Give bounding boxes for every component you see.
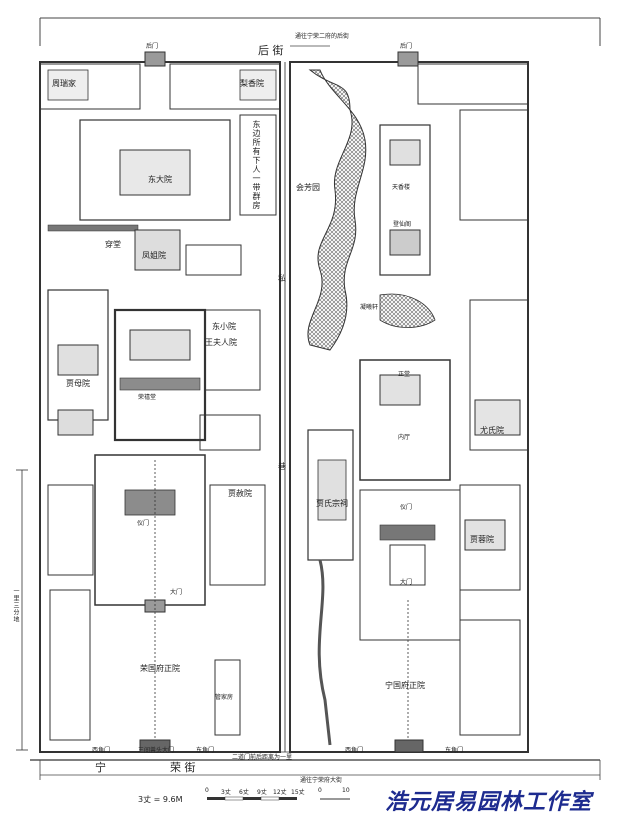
ningguofu-label: 宁国府正院 <box>385 681 425 690</box>
front-street-left-label: 宁 <box>95 761 106 774</box>
scale-note: 3丈 = 9.6M <box>138 795 183 804</box>
top-title: 通往宁荣二府的后街 <box>295 33 350 40</box>
rong-lanmen-label: 三间兽头大门 <box>138 747 175 754</box>
jiarongyuan-label: 贾蓉院 <box>470 535 494 544</box>
chuanhuayuan-label: 穿堂 <box>105 240 121 249</box>
dimension-left-label: 一里三分地 <box>12 588 19 623</box>
garden-pond <box>307 69 367 351</box>
rong-dongjiaomen-label: 东角门 <box>196 747 215 754</box>
jiashe-label: 贾赦院 <box>228 489 252 498</box>
ning-zhengtang-label: 正堂 <box>398 371 411 378</box>
scale-tick-1: 3丈 <box>221 789 231 796</box>
rong-damen-label: 大门 <box>170 589 183 596</box>
huifangyuan-label: 会芳园 <box>296 183 320 192</box>
tianxiangluo-label: 天香楼 <box>392 184 411 191</box>
bottom-title: 通往宁荣府大街 <box>300 777 343 784</box>
dongdayuan-label: 东大院 <box>148 175 172 184</box>
lixiangyuan-label: 梨香院 <box>240 79 264 88</box>
ning-yimen-label: 仪门 <box>400 504 413 511</box>
scale-tick-3: 9丈 <box>257 789 267 796</box>
front-street-right-label: 荣 街 <box>170 761 196 774</box>
top-street <box>39 17 601 47</box>
zhouruijia-label: 周瑞家 <box>52 79 76 88</box>
scale-tick-4: 12丈 <box>273 789 287 796</box>
scale-bar <box>207 796 350 801</box>
rong-yimen-label: 仪门 <box>137 520 150 527</box>
guanjia-label: 管家房 <box>215 694 234 701</box>
ning-dongjiaomen-label: 东角门 <box>445 747 464 754</box>
jiashiZongci-label: 贾氏宗祠 <box>316 499 348 508</box>
ning-houmen-label: 后门 <box>400 43 413 50</box>
dongxiaoyuan-label: 东小院 <box>212 322 236 331</box>
wangfurenyuan-label: 王夫人院 <box>205 338 237 347</box>
alley-label-2: 巷 <box>278 462 286 471</box>
rong-xijiaomen-label: 西角门 <box>92 747 111 754</box>
back-street-label: 后 街 <box>258 44 284 57</box>
dimension-line-left <box>16 469 28 751</box>
ningxiangyuan-label: 凝曦轩 <box>360 304 379 311</box>
jiamuyuan-label: 贾母院 <box>66 379 90 388</box>
youshiyuan-label: 尤氏院 <box>480 426 504 435</box>
scale-right-1: 10 <box>342 787 350 794</box>
studio-watermark: 浩元居易园林工作室 <box>385 789 593 815</box>
dongbiansuoyou-label: 东边所有下人一带群房 <box>252 120 261 210</box>
rongxitang-label: 荣禧堂 <box>138 394 157 401</box>
ning-compound <box>289 51 529 753</box>
scale-tick-5: 15丈 <box>291 789 305 796</box>
ning-damen-label: 大门 <box>400 579 413 586</box>
ning-neitang-label: 内厅 <box>398 434 411 441</box>
scale-tick-2: 6丈 <box>239 789 249 796</box>
rong-houmen-label: 后门 <box>146 43 159 50</box>
ning-xijiaomen-label: 西角门 <box>345 747 364 754</box>
rong-compound <box>39 51 281 753</box>
dimension-bottom-label: 二道门前后距离为一里 <box>232 754 293 761</box>
bottom-street <box>30 759 601 780</box>
dengxianxian-label: 登仙阁 <box>393 221 412 228</box>
rongguofu-label: 荣国府正院 <box>140 664 180 673</box>
scale-tick-0: 0 <box>205 787 209 794</box>
scale-right-0: 0 <box>318 787 322 794</box>
fengjieyuan-label: 凤姐院 <box>142 251 166 260</box>
alley-label-1: 私 <box>278 274 286 283</box>
